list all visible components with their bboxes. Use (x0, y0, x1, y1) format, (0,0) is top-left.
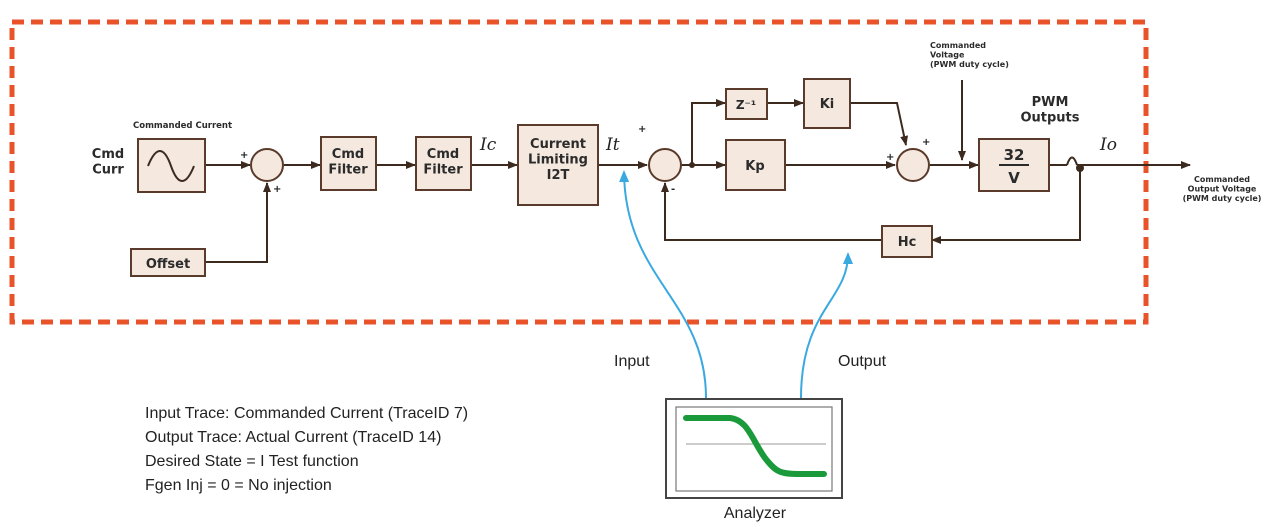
note-desired-state: Desired State = I Test function (145, 453, 359, 470)
summing-junction-2 (648, 148, 682, 182)
input-probe-line (619, 170, 707, 399)
hc-block (881, 225, 933, 258)
input-probe-label: Input (614, 353, 650, 370)
wire-junction-hop (1066, 156, 1078, 166)
offset-label: Offset (146, 257, 190, 272)
commanded-current-label: Commanded Current (133, 121, 232, 131)
ki-label: Ki (820, 97, 835, 112)
signal-it-label: It (605, 135, 620, 155)
ki-block (803, 78, 851, 129)
signal-ic-label: Ic (479, 135, 497, 155)
wire-hc-to-sum2 (661, 182, 882, 241)
signal-io-label: Io (1099, 135, 1117, 155)
pwm-gain-denominator: V (1008, 169, 1020, 187)
output-probe-label: Output (838, 353, 887, 370)
sine-wave-icon (147, 150, 195, 182)
summing-junction-3 (896, 148, 930, 182)
output-junction-dot (1076, 164, 1084, 172)
hc-label: Hc (898, 235, 917, 250)
note-output-trace: Output Trace: Actual Current (TraceID 14… (145, 429, 441, 446)
pwm-gain-numerator: 32 (1004, 146, 1025, 164)
wire-offset-to-sum1 (205, 182, 271, 263)
sum2-plus-left: + (638, 124, 646, 135)
z-inverse-block (725, 88, 768, 120)
sum2-minus-bottom: - (671, 184, 675, 195)
wire-feedback-to-hc (931, 167, 1081, 244)
note-input-trace: Input Trace: Commanded Current (TraceID … (145, 405, 468, 422)
z-inverse-label: Z⁻¹ (736, 98, 756, 112)
analyzer-label: Analyzer (724, 505, 787, 522)
note-fgen-inj: Fgen Inj = 0 = No injection (145, 477, 332, 494)
offset-block (130, 248, 206, 277)
sum1-plus-bottom: + (273, 184, 281, 195)
analyzer-trace (683, 415, 827, 477)
branch-junction-dot (689, 162, 695, 168)
wire-branch-to-zinv (691, 99, 726, 165)
sum3-plus-left: + (886, 152, 894, 163)
cmd-filter-1-block (320, 136, 377, 191)
sum1-plus-left: + (240, 150, 248, 161)
cmd-filter-2-block (415, 136, 472, 191)
output-probe-line (800, 252, 853, 399)
wire-ki-to-sum3 (850, 102, 909, 146)
kp-label: Kp (745, 159, 764, 174)
sum3-plus-top: + (922, 137, 930, 148)
control-loop-boundary (9, 19, 1149, 325)
kp-block (725, 139, 786, 191)
current-limiting-block (517, 124, 599, 206)
summing-junction-1 (250, 148, 284, 182)
